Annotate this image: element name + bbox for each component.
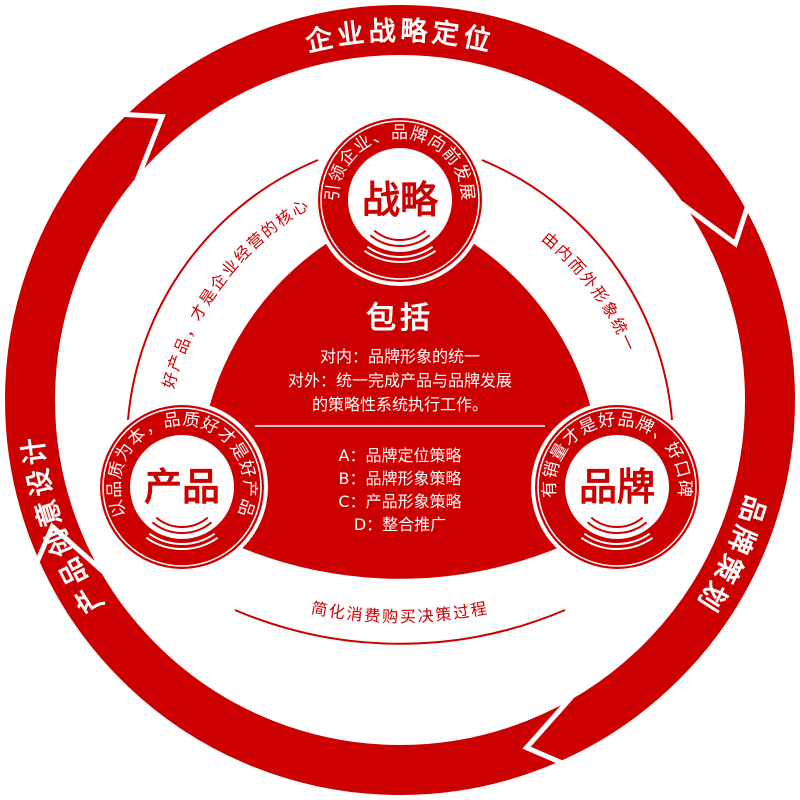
center-item: D：整合推广 (354, 515, 446, 534)
node-decor-arc (363, 249, 437, 263)
node-decor-arc (155, 516, 209, 528)
node-ring-line (320, 120, 480, 280)
ring-arrow-notch (522, 695, 574, 765)
node-core (130, 435, 234, 539)
node-decor-arc (590, 516, 644, 528)
center-item: A：品牌定位策略 (339, 446, 462, 465)
ring-arrow-notch (124, 111, 166, 181)
node-decor-arc (151, 521, 213, 534)
node-core (565, 435, 669, 539)
center-line: 的策略性系统执行工作。 (312, 395, 488, 414)
node-decor-arc (148, 532, 216, 545)
node-title: 品牌 (579, 465, 655, 509)
node-decor-arc (583, 532, 651, 545)
node-decor-arc (580, 536, 654, 550)
node-ring-line (102, 407, 262, 567)
center-line: 对内：品牌形象的统一 (320, 347, 480, 366)
link-line-right (481, 159, 673, 421)
node-decor-arc (145, 536, 219, 550)
node-decor-arc (373, 229, 427, 241)
link-line-left (127, 159, 319, 421)
center-panel (205, 232, 595, 579)
ring-arrow-notches (35, 111, 750, 765)
link-line-bottom (234, 609, 566, 645)
ring-arrow-notch (35, 522, 105, 574)
node-decor-arc (366, 245, 434, 258)
outer-ring (5, 5, 795, 795)
center-item: C：产品形象策略 (338, 492, 461, 511)
center-line: 对外：统一完成产品与品牌发展 (288, 371, 512, 390)
node-decor-arc (586, 521, 648, 534)
node-core (348, 148, 452, 252)
ring-arrow-notch (679, 201, 750, 248)
node-decor-arc (369, 234, 431, 247)
node-title: 战略 (362, 178, 439, 222)
center-item: B：品牌形象策略 (339, 469, 462, 488)
node-title: 产品 (144, 465, 220, 509)
center-title: 包括 (366, 301, 434, 336)
node-ring-line (537, 407, 697, 567)
link-label-product-brand: 简化消费购买决策过程 (310, 598, 490, 626)
